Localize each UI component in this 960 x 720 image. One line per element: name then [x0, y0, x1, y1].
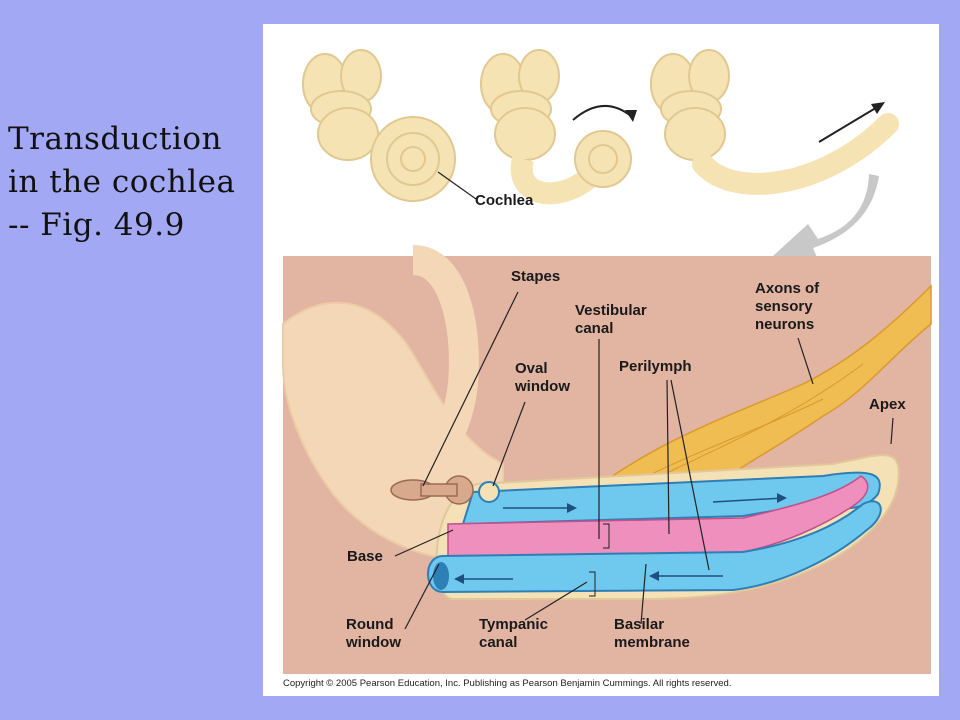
- cochlea-illustration: [282, 49, 932, 696]
- label-base: Base: [347, 548, 383, 565]
- slide-title-line-1: Transduction: [8, 121, 223, 157]
- slide-title-line-2: in the cochlea: [8, 164, 236, 200]
- round-window: [433, 562, 449, 590]
- cochlear-duct: [447, 475, 869, 557]
- label-oval-window: Oval window: [515, 360, 570, 395]
- figure-panel: Cochlea Stapes Vestibular canal Oval win…: [263, 24, 939, 696]
- label-round-window: Round window: [346, 616, 401, 651]
- slide-title-line-3: -- Fig. 49.9: [8, 207, 185, 243]
- oval-window: [478, 481, 500, 503]
- label-tympanic-canal: Tympanic canal: [479, 616, 548, 651]
- label-vestibular-canal: Vestibular canal: [575, 302, 647, 337]
- leader-lines: [394, 291, 894, 630]
- uncoil-arrow: [818, 105, 880, 143]
- copyright-notice: Copyright © 2005 Pearson Education, Inc.…: [283, 678, 732, 689]
- label-cochlea: Cochlea: [475, 192, 534, 209]
- label-basilar-membrane: Basilar membrane: [614, 616, 690, 651]
- inner-ear-uncoiling: [480, 49, 632, 205]
- auditory-nerve: [560, 284, 932, 516]
- label-perilymph: Perilymph: [619, 358, 692, 375]
- slide-title: Transduction in the cochlea -- Fig. 49.9: [8, 118, 258, 247]
- inner-ear-uncoiled: [650, 49, 899, 195]
- label-stapes: Stapes: [511, 268, 561, 285]
- label-axons: Axons of sensory neurons: [755, 280, 820, 333]
- rotation-arrow: [572, 104, 632, 121]
- tympanic-canal: [427, 500, 882, 594]
- zoom-arrow: [773, 174, 879, 262]
- label-apex: Apex: [869, 396, 906, 413]
- inner-ear-coiled: [302, 49, 456, 202]
